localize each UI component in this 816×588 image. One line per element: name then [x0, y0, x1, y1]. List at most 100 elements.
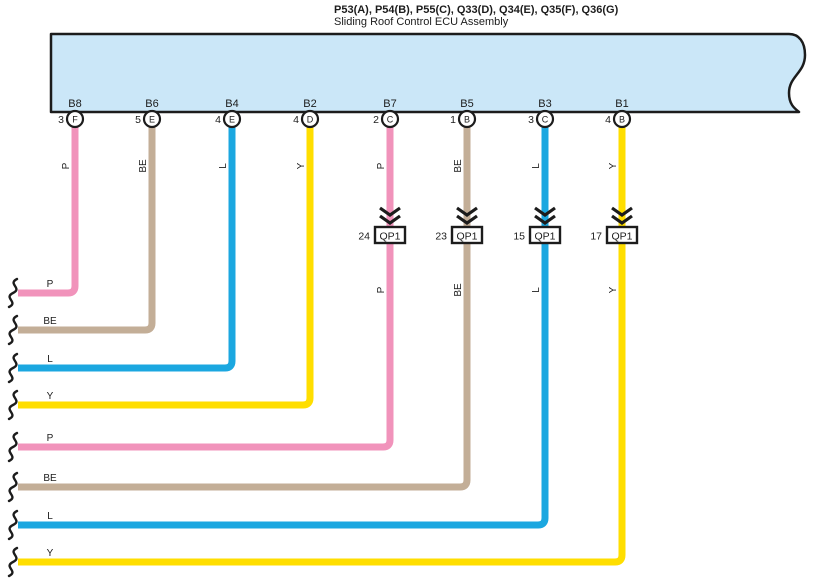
pin-group-b1: B1 4 B Y Y — [605, 98, 632, 293]
wire-b3 — [18, 122, 549, 529]
terminal-label: B7 — [383, 98, 396, 110]
junction-arrow-icon — [534, 206, 556, 217]
wire-b4 — [18, 122, 236, 372]
continuation-squiggle-icon — [7, 389, 19, 421]
pin-letter: B — [619, 115, 625, 125]
pin-letter: B — [464, 115, 470, 125]
pin-group-b7: B7 2 C P P — [373, 98, 400, 293]
junction-arrow-icon — [611, 206, 633, 217]
junction-label: QP1 — [456, 231, 477, 243]
wire-color-label: BE — [453, 159, 464, 173]
wire-color-label: P — [61, 162, 72, 169]
wire-color-label: P — [376, 162, 387, 169]
junction-arrow-icon — [534, 214, 556, 225]
pin-letter-circle — [457, 109, 477, 129]
pin-group-b3: B3 3 C L L — [528, 98, 555, 293]
junction-group-b1: 17 QP1 — [590, 206, 639, 245]
junction-arrow-icon — [456, 214, 478, 225]
wire-b8 — [18, 122, 79, 297]
ecu-box — [49, 32, 807, 114]
exit-wire-color-label: Y — [47, 391, 54, 402]
continuation-squiggle-icon — [7, 431, 19, 463]
wires — [18, 122, 626, 566]
continuation-squiggle-icon — [7, 314, 19, 346]
junction-arrow-icon — [379, 206, 401, 217]
pin-group-b2: B2 4 D Y — [293, 98, 320, 169]
ecu-title-name: Sliding Roof Control ECU Assembly — [334, 16, 509, 28]
pin-group-b8: B8 3 F P — [58, 98, 85, 169]
exit-wire-color-label: P — [47, 433, 54, 444]
junction-arrow-icon — [456, 206, 478, 217]
junction-group-b3: 15 QP1 — [513, 206, 562, 245]
pin-letter: E — [229, 115, 235, 125]
junction-box — [605, 225, 639, 245]
junction-cavity-number: 24 — [358, 231, 370, 243]
pin-number: 3 — [528, 114, 534, 126]
continuation-rows — [7, 277, 19, 578]
pin-letter: C — [542, 115, 549, 125]
exit-wire-color-label: BE — [43, 316, 57, 327]
exit-wire-color-label: Y — [47, 548, 54, 559]
pin-letter-circle — [535, 109, 555, 129]
pin-group-b6: B6 5 E BE — [135, 98, 162, 173]
continuation-squiggle-icon — [7, 546, 19, 578]
pin-number: 5 — [135, 114, 141, 126]
terminal-label: B6 — [145, 98, 158, 110]
pin-letter-circle — [612, 109, 632, 129]
wire-color-label-below-junction: BE — [453, 283, 464, 297]
junction-label: QP1 — [534, 231, 555, 243]
pin-letter: C — [387, 115, 394, 125]
junction-box — [528, 225, 562, 245]
pin-group-b5: B5 1 B BE BE — [450, 98, 477, 297]
junction-label: QP1 — [379, 231, 400, 243]
continuation-squiggle-icon — [7, 509, 19, 541]
terminal-label: B1 — [615, 98, 628, 110]
wire-b5 — [18, 122, 471, 491]
continuation-squiggle-icon — [7, 352, 19, 384]
wire-color-label: Y — [296, 162, 307, 169]
terminal-label: B3 — [538, 98, 551, 110]
junction-cavity-number: 17 — [590, 231, 602, 243]
pin-letter-circle — [300, 109, 320, 129]
junction-cavity-number: 15 — [513, 231, 525, 243]
junction-arrow-icon — [379, 214, 401, 225]
pin-number: 1 — [450, 114, 456, 126]
wire-b7 — [18, 122, 394, 451]
pin-letter-circle — [65, 109, 85, 129]
pin-letter: D — [307, 115, 314, 125]
wire-color-label-below-junction: Y — [608, 286, 619, 293]
pin-number: 3 — [58, 114, 64, 126]
wire-color-label: BE — [138, 159, 149, 173]
exit-wire-color-label: L — [47, 511, 53, 522]
pin-number: 4 — [605, 114, 611, 126]
terminal-label: B4 — [225, 98, 238, 110]
continuation-squiggle-icon — [7, 277, 19, 309]
exit-labels: P BE L Y P BE L Y — [43, 279, 57, 559]
junction-cavity-number: 23 — [435, 231, 447, 243]
wire-b1 — [18, 122, 626, 566]
ecu-title-connectors: P53(A), P54(B), P55(C), Q33(D), Q34(E), … — [334, 4, 619, 16]
exit-wire-color-label: L — [47, 354, 53, 365]
exit-wire-color-label: BE — [43, 473, 57, 484]
wire-color-label: Y — [608, 162, 619, 169]
terminal-label: B5 — [460, 98, 473, 110]
terminal-label: B8 — [68, 98, 81, 110]
terminal-label: B2 — [303, 98, 316, 110]
exit-wire-color-label: P — [47, 279, 54, 290]
wire-color-label: L — [531, 163, 542, 169]
junction-arrow-icon — [611, 214, 633, 225]
pin-number: 4 — [293, 114, 299, 126]
pin-letter-circle — [142, 109, 162, 129]
pin-group-b4: B4 4 E L — [215, 98, 242, 169]
wire-b6 — [18, 122, 156, 334]
continuation-squiggle-icon — [7, 471, 19, 503]
wire-color-label: L — [218, 163, 229, 169]
wire-color-label-below-junction: P — [376, 286, 387, 293]
junction-group-b5: 23 QP1 — [435, 206, 484, 245]
junction-box — [373, 225, 407, 245]
pin-number: 2 — [373, 114, 379, 126]
wire-color-label-below-junction: L — [531, 287, 542, 293]
wire-b2 — [18, 122, 314, 409]
